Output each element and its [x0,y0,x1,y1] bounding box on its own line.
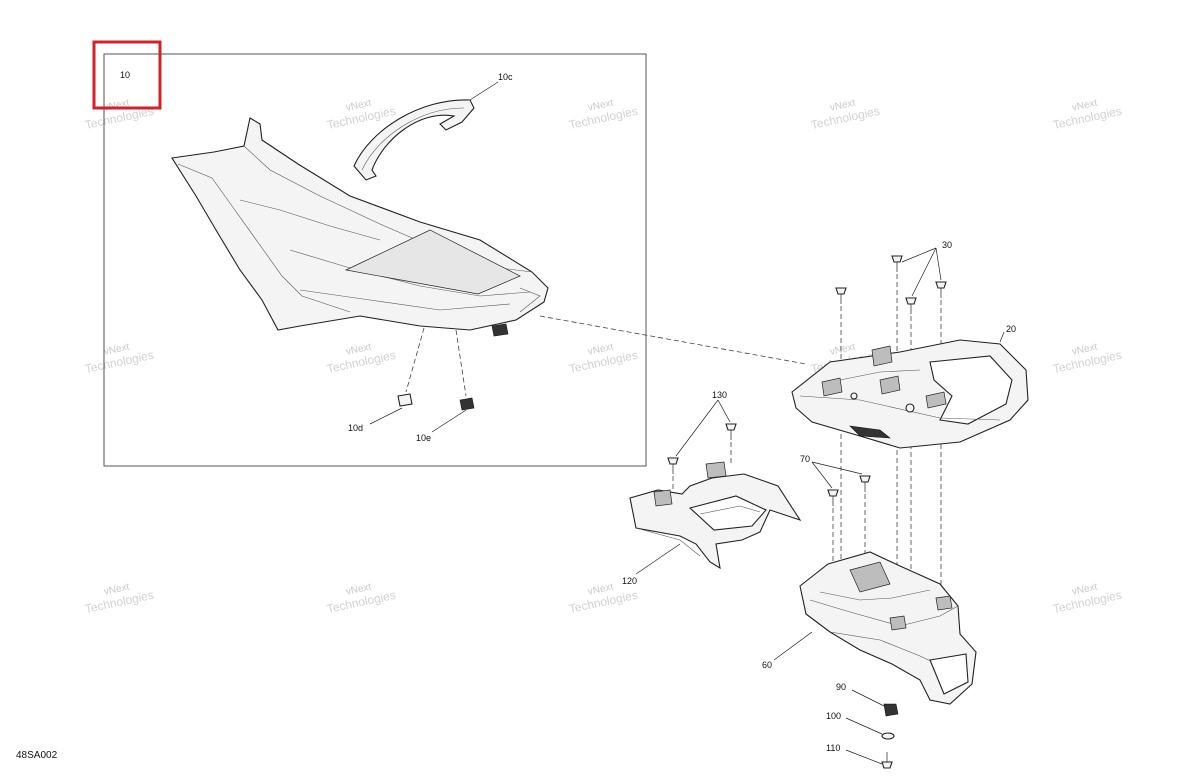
callout-10[interactable]: 10 [120,70,130,80]
callout-strap[interactable]: 10c [498,72,513,82]
watermark-line-1: vNext [345,98,373,114]
watermark-line-1: vNext [829,342,857,358]
bolt[interactable] [881,752,893,769]
callout-clip-right[interactable]: 10e [416,433,431,443]
watermark-line-1: vNext [587,98,615,114]
handle[interactable] [791,339,1029,449]
watermark-line-1: vNext [587,342,615,358]
nut[interactable] [883,703,899,717]
watermark-line-1: vNext [1071,582,1099,598]
strap[interactable] [353,99,475,181]
watermark-line-1: vNext [103,342,131,358]
clip-left[interactable] [397,327,425,407]
callout-bracket[interactable]: 120 [622,576,637,586]
bracket[interactable] [629,461,802,570]
callout-washer[interactable]: 100 [826,711,841,721]
screws-30[interactable] [835,255,947,314]
callout-screws-mid[interactable]: 130 [712,390,727,400]
callout-bolt[interactable]: 110 [826,743,840,753]
screws-70[interactable] [827,475,871,506]
group-10-highlight[interactable] [92,40,162,110]
watermark-line-1: vNext [1071,98,1099,114]
seat[interactable] [171,117,549,337]
watermark-line-1: vNext [103,582,131,598]
clip-right[interactable] [455,329,475,411]
watermark-line-1: vNext [345,342,373,358]
watermark-line-1: vNext [103,98,131,114]
callout-clip-left[interactable]: 10d [348,423,363,433]
callout-nut[interactable]: 90 [836,682,846,692]
watermark-line-1: vNext [587,582,615,598]
callout-base[interactable]: 60 [762,660,772,670]
watermark-line-1: vNext [1071,342,1099,358]
callout-handle[interactable]: 20 [1006,324,1016,334]
callout-screws-top[interactable]: 30 [942,240,952,250]
base[interactable] [799,551,977,705]
group-10-frame [103,53,647,467]
washer[interactable] [881,732,895,740]
watermark-line-1: vNext [829,98,857,114]
screws-130[interactable] [667,423,737,474]
assembly-line [539,315,807,365]
watermark-line-1: vNext [345,582,373,598]
callout-screws-right[interactable]: 70 [800,454,810,464]
diagram-code: 48SA002 [16,750,58,761]
